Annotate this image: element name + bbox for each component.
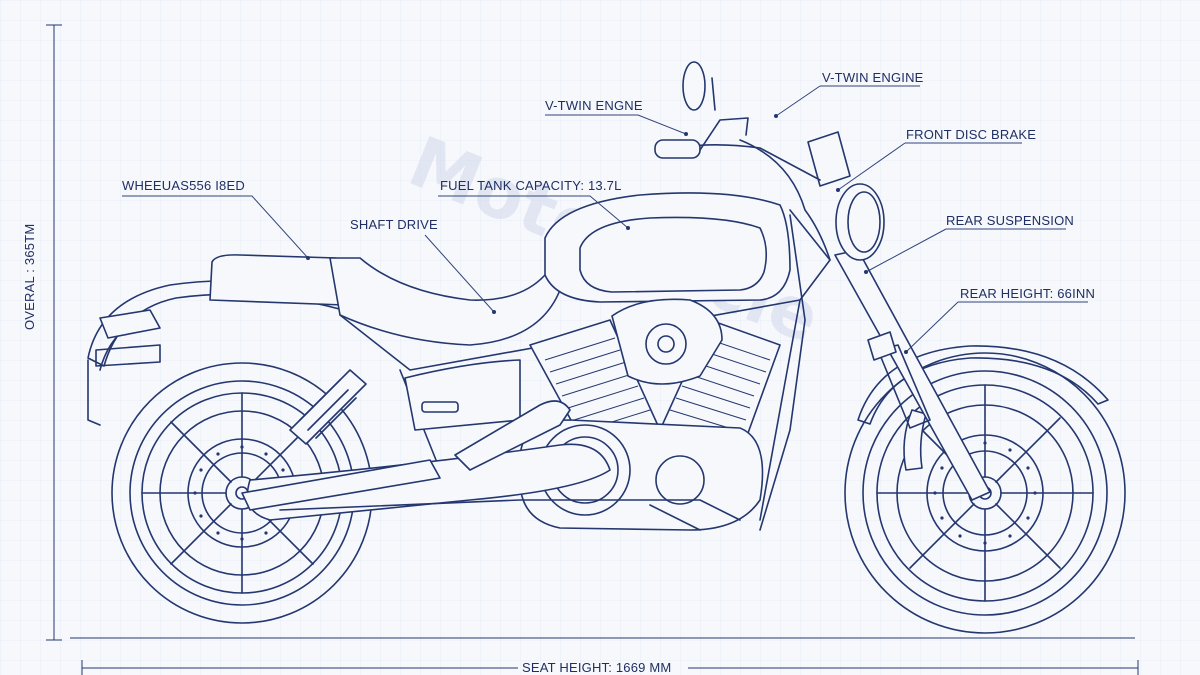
mirror: [682, 61, 706, 111]
label-rear-suspension: REAR SUSPENSION: [946, 213, 1074, 228]
label-wheelbase: WHEEUAS556 I8ED: [122, 178, 245, 193]
overall-dimension-line: [46, 24, 62, 641]
brake-cable: [739, 139, 831, 261]
leader-lines: [122, 85, 1088, 354]
seat-height-dimension-line: [81, 660, 1139, 675]
swingarm: [241, 459, 441, 511]
speedometer: [807, 131, 851, 187]
frame-down-tube: [759, 214, 806, 531]
side-cover-badge: [421, 401, 459, 413]
label-seat-height: SEAT HEIGHT: 1669 MM: [522, 660, 671, 675]
tail-light: [99, 309, 161, 339]
front-cylinder-head: [611, 298, 723, 385]
label-rear-height: REAR HEIGHT: 66INN: [960, 286, 1095, 301]
handlebar-grip: [654, 139, 701, 159]
cylinder-fins: [544, 337, 771, 433]
mirror-stem: [711, 77, 716, 111]
label-overall: OVERAL : 365TM: [22, 224, 37, 330]
label-shaft-drive: SHAFT DRIVE: [350, 217, 438, 232]
rear-pillion-seat: [209, 254, 345, 306]
headlight: [835, 183, 885, 261]
label-fuel-tank: FUEL TANK CAPACITY: 13.7L: [440, 178, 622, 193]
label-vtwin-engine-left: V-TWIN ENGNE: [545, 98, 643, 113]
exhaust-lower: [279, 499, 741, 521]
fork-guard: [867, 331, 897, 361]
tank-panel: [579, 216, 768, 293]
front-fender: [857, 345, 1109, 425]
exhaust-header: [454, 400, 571, 471]
label-front-disc-brake: FRONT DISC BRAKE: [906, 127, 1036, 142]
clutch-lever: [699, 117, 749, 151]
label-vtwin-engine-top: V-TWIN ENGINE: [822, 70, 924, 85]
rear-plate-bracket: [95, 344, 161, 367]
